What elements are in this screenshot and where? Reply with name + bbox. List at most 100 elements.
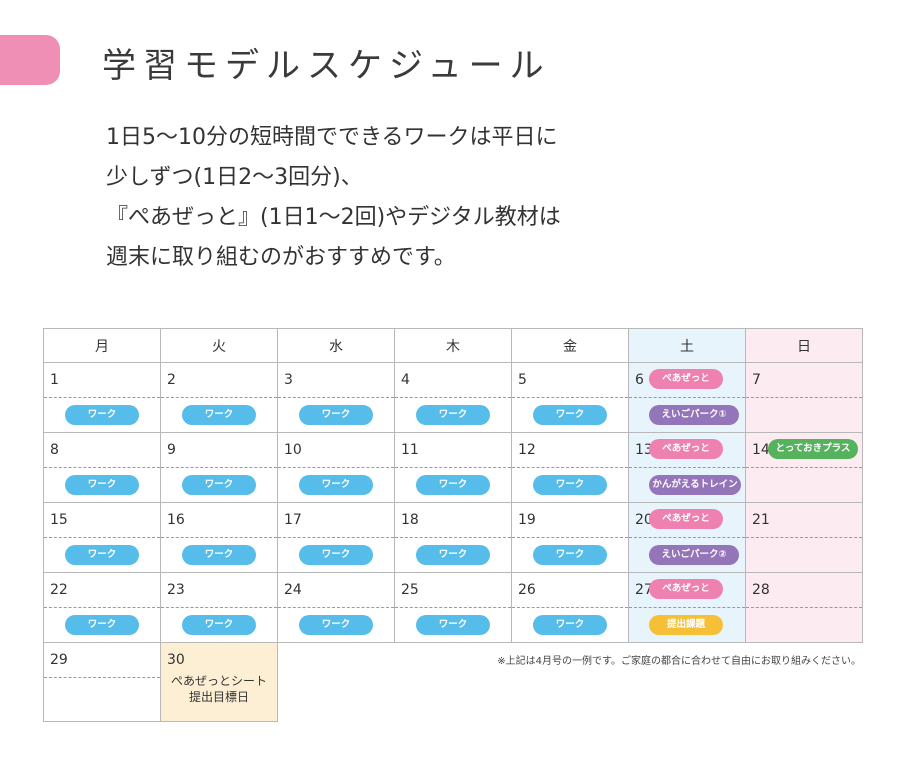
day-number: 8: [50, 442, 59, 458]
day-number: 12: [518, 442, 536, 458]
day-cell-saturday: 6 ぺあぜっとえいごパーク①: [628, 362, 746, 433]
day-cell: 10 ワーク: [277, 432, 395, 503]
day-cell: 24 ワーク: [277, 572, 395, 643]
footnote: ※上記は4月号の一例です。ご家庭の都合に合わせて自由にお取り組みください。: [497, 656, 861, 667]
day-number: 11: [401, 442, 419, 458]
day-number: 17: [284, 512, 302, 528]
work-badge: ワーク: [182, 545, 256, 565]
day-number: 7: [752, 372, 761, 388]
intro-line: 少しずつ(1日2〜3回分)、: [106, 165, 363, 190]
calendar-week: 29 30 ぺあぜっとシート提出目標日: [43, 642, 863, 722]
day-number: 28: [752, 582, 770, 598]
work-badge: ワーク: [533, 615, 607, 635]
work-badge: ワーク: [299, 405, 373, 425]
day-number: 14: [752, 442, 770, 458]
day-number: 1: [50, 372, 59, 388]
day-number: 25: [401, 582, 419, 598]
day-number: 30: [167, 652, 185, 668]
day-cell: 12 ワーク: [511, 432, 629, 503]
work-badge: ワーク: [299, 615, 373, 635]
day-cell: 16 ワーク: [160, 502, 278, 573]
day-number: 26: [518, 582, 536, 598]
weekday-wed: 水: [277, 328, 395, 363]
totteoki-plus-badge: とっておきプラス: [768, 439, 858, 459]
day-number: 16: [167, 512, 185, 528]
weekday-thu: 木: [394, 328, 512, 363]
work-badge: ワーク: [182, 475, 256, 495]
memo-line: ぺあぜっとシート: [170, 674, 267, 688]
intro-line: 週末に取り組むのがおすすめです。: [106, 245, 456, 270]
day-number: 29: [50, 652, 68, 668]
day-number: 20: [635, 512, 653, 528]
weekday-tue: 火: [160, 328, 278, 363]
work-badge: ワーク: [533, 475, 607, 495]
day-cell: 26 ワーク: [511, 572, 629, 643]
weekday-header-row: 月 火 水 木 金 土 日: [43, 328, 863, 363]
day-cell-sunday: 7: [745, 362, 863, 433]
eigo-park-badge: えいごパーク②: [649, 545, 739, 565]
eigo-park-badge: えいごパーク①: [649, 405, 739, 425]
day-number: 10: [284, 442, 302, 458]
work-badge: ワーク: [65, 545, 139, 565]
weekday-fri: 金: [511, 328, 629, 363]
day-number: 6: [635, 372, 644, 388]
day-cell: 9 ワーク: [160, 432, 278, 503]
day-number: 15: [50, 512, 68, 528]
day-number: 18: [401, 512, 419, 528]
day-cell: 15 ワーク: [43, 502, 161, 573]
day-number: 24: [284, 582, 302, 598]
day-cell: 19 ワーク: [511, 502, 629, 573]
day-number: 21: [752, 512, 770, 528]
day-number: 19: [518, 512, 536, 528]
pairzet-badge: ぺあぜっと: [649, 579, 723, 599]
pairzet-badge: ぺあぜっと: [649, 439, 723, 459]
work-badge: ワーク: [65, 405, 139, 425]
work-badge: ワーク: [65, 615, 139, 635]
work-badge: ワーク: [416, 475, 490, 495]
day-number: 13: [635, 442, 653, 458]
day-cell: 17 ワーク: [277, 502, 395, 573]
work-badge: ワーク: [416, 405, 490, 425]
day-number: 23: [167, 582, 185, 598]
teishutsu-kadai-badge: 提出課題: [649, 615, 723, 635]
weekday-mon: 月: [43, 328, 161, 363]
day-cell-sunday: 21: [745, 502, 863, 573]
work-badge: ワーク: [533, 545, 607, 565]
weekday-sun: 日: [745, 328, 863, 363]
day-cell-sheet-deadline: 30 ぺあぜっとシート提出目標日: [160, 642, 278, 722]
day-cell: 18 ワーク: [394, 502, 512, 573]
sheet-deadline-memo: ぺあぜっとシート提出目標日: [161, 671, 277, 705]
intro-line: 1日5〜10分の短時間でできるワークは平日に: [106, 125, 558, 150]
pairzet-badge: ぺあぜっと: [649, 509, 723, 529]
work-badge: ワーク: [533, 405, 607, 425]
day-cell: 22 ワーク: [43, 572, 161, 643]
day-cell-sunday: 28: [745, 572, 863, 643]
work-badge: ワーク: [299, 545, 373, 565]
kangaeru-train-badge: かんがえるトレイン: [649, 475, 741, 495]
work-badge: ワーク: [299, 475, 373, 495]
day-cell: 29: [43, 642, 161, 722]
day-number: 3: [284, 372, 293, 388]
work-badge: ワーク: [416, 615, 490, 635]
pairzet-badge: ぺあぜっと: [649, 369, 723, 389]
weekday-sat: 土: [628, 328, 746, 363]
memo-line: 提出目標日: [188, 690, 249, 704]
work-badge: ワーク: [416, 545, 490, 565]
day-number: 22: [50, 582, 68, 598]
day-number: 5: [518, 372, 527, 388]
day-cell: 3 ワーク: [277, 362, 395, 433]
page-title: 学習モデルスケジュール: [102, 46, 551, 86]
day-number: 9: [167, 442, 176, 458]
intro-text: 1日5〜10分の短時間でできるワークは平日に 少しずつ(1日2〜3回分)、 『ぺ…: [106, 118, 561, 278]
day-cell: 1 ワーク: [43, 362, 161, 433]
day-number: 27: [635, 582, 653, 598]
